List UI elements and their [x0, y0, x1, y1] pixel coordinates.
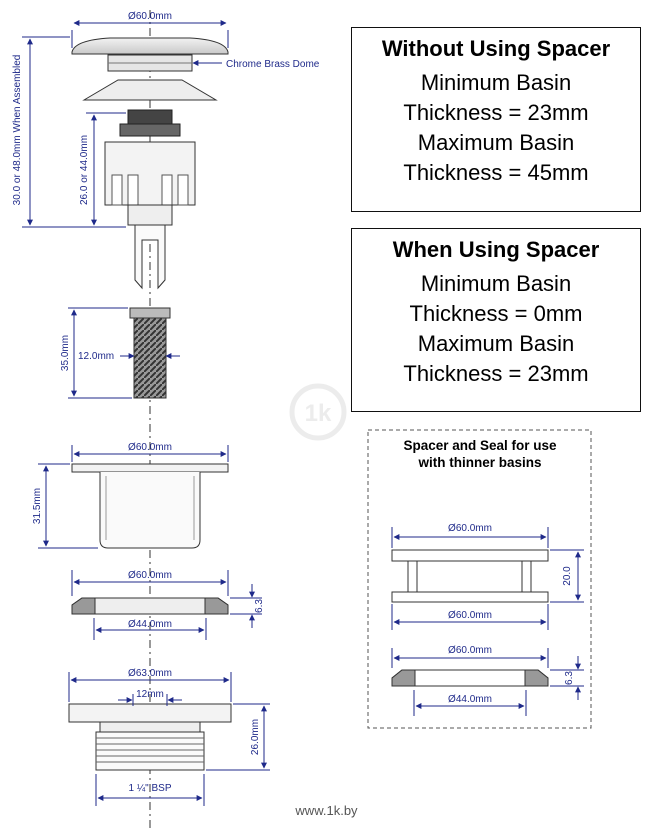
dim-seal-height: 6.3 [564, 671, 575, 685]
threaded-screw [129, 307, 171, 399]
dim-flange-diameter: Ø60.0mm [128, 442, 172, 453]
dim-seal-top: Ø60.0mm [448, 645, 492, 656]
dim-seal-bottom: Ø44.0mm [448, 694, 492, 705]
spacer-panel-border [367, 429, 592, 729]
label-chrome-brass-dome: Chrome Brass Dome [226, 59, 320, 70]
dim-screw-diameter: 12.0mm [78, 351, 114, 362]
svg-text:1k: 1k [305, 400, 332, 427]
dim-spacer-bottom: Ø60.0mm [448, 610, 492, 621]
box-without-spacer: Without Using Spacer Minimum Basin Thick… [351, 27, 641, 212]
box-with-spacer: When Using Spacer Minimum Basin Thicknes… [351, 228, 641, 412]
watermark-logo: 1k [289, 383, 347, 441]
dim-spacer-top: Ø60.0mm [448, 523, 492, 534]
spacer-part [391, 549, 549, 603]
box-without-line-3: Maximum Basin [417, 130, 575, 155]
chrome-dome [71, 37, 229, 72]
dim-body-height: 26.0 or 44.0mm [79, 135, 90, 205]
dim-waste-top: Ø63.0mm [128, 668, 172, 679]
spacer-title-line-1: Spacer and Seal for use [403, 438, 557, 453]
dim-spacer-height: 20.0 [562, 566, 573, 586]
box-with-line-2: Thickness = 0mm [409, 301, 583, 326]
box-without-line-1: Minimum Basin [420, 70, 572, 95]
dim-flange-height: 31.5mm [32, 488, 43, 524]
box-without-line-2: Thickness = 23mm [403, 100, 589, 125]
dim-assembled-height: 30.0 or 48.0mm When Assembled [12, 55, 23, 206]
footer-url: www.1k.by [295, 803, 358, 818]
dim-washer-top: Ø60.0mm [128, 570, 172, 581]
box-with-heading: When Using Spacer [392, 237, 600, 262]
spacer-title-line-2: with thinner basins [418, 455, 542, 470]
box-without-heading: Without Using Spacer [381, 36, 611, 61]
cone-seal [82, 79, 218, 101]
dim-washer-height: 6.3 [254, 599, 265, 613]
flange-sleeve [71, 463, 229, 549]
dim-waste-inner: 12mm [136, 689, 164, 700]
box-with-line-1: Minimum Basin [420, 271, 572, 296]
popup-body [104, 109, 196, 290]
waste-body [68, 703, 232, 771]
dim-screw-length: 35.0mm [60, 335, 71, 371]
dim-washer-bottom: Ø44.0mm [128, 619, 172, 630]
box-without-line-4: Thickness = 45mm [403, 160, 589, 185]
dim-waste-height: 26.0mm [250, 719, 261, 755]
box-with-line-4: Thickness = 23mm [403, 361, 589, 386]
spacer-panel-title: Spacer and Seal for use with thinner bas… [370, 437, 590, 471]
dim-dome-diameter: Ø60.0mm [128, 11, 172, 22]
dim-thread: 1 ¼" BSP [128, 782, 171, 794]
box-with-line-3: Maximum Basin [417, 331, 575, 356]
